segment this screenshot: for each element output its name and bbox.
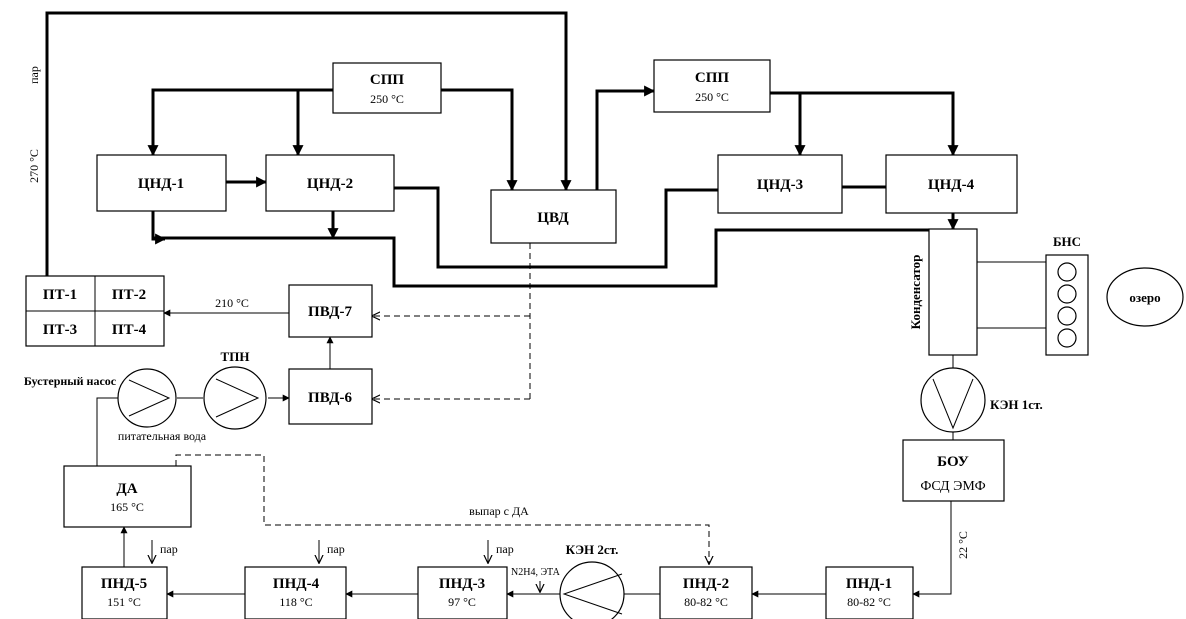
booster-pump-icon [117,368,177,428]
tpn-pump-icon [203,366,267,430]
steam-pnd4-label: пар [327,542,345,556]
lake: озеро [1106,267,1184,327]
spp-right-to-cnd3 [770,91,806,157]
steam-pnd5-label: пар [160,542,178,556]
cnd4-box: ЦНД-4 [885,154,1018,214]
spp-left-temp: 250 °С [370,92,404,106]
pvd7-box: ПВД-7 [288,284,373,338]
pnd1-temp: 80-82 °С [847,595,891,609]
pvd6-box: ПВД-6 [288,368,373,425]
spp-right-to-cnd4 [800,91,959,157]
pnd2-box: ПНД-2 80-82 °С [659,566,753,619]
chem-dosing-label: N2H4, ЭТА [511,567,561,578]
pvd6-title: ПВД-6 [308,390,352,406]
da-to-booster [96,397,118,466]
condenser-title: Конденсатор [908,255,923,330]
spp-right: СПП 250 °С [653,59,771,113]
cnd3-box: ЦНД-3 [717,154,843,214]
steam-line-top [45,11,572,276]
bou-sub: ФСД ЭМФ [920,479,985,494]
pt2-title: ПТ-2 [112,287,146,303]
pnd3-box: ПНД-3 97 °С [417,566,508,619]
pt3-title: ПТ-3 [43,322,77,338]
pnd2-title: ПНД-2 [683,576,729,592]
cvd-to-spp-right [595,85,656,190]
spp-right-title: СПП [695,70,730,86]
ken1-label: КЭН 1ст. [990,397,1043,412]
condenser-box: Конденсатор [908,228,978,356]
bns-title: БНС [1053,234,1081,249]
temp-22-label: 22 °С [956,531,970,559]
pnd1-box: ПНД-1 80-82 °С [825,566,914,619]
cnd2-to-cnd3 [394,186,718,269]
ken2-pump-icon [559,561,625,619]
deaerator-vent-label: выпар с ДА [469,504,529,518]
spp-left-title: СПП [370,72,405,88]
booster-pump-label: Бустерный насос [24,374,117,388]
steam-pnd3-label: пар [496,542,514,556]
da-temp: 165 °С [110,500,144,514]
da-box: ДА 165 °С [63,465,192,528]
pnd3-title: ПНД-3 [439,576,485,592]
temp-270-label: 270 °С [27,149,41,183]
da-title: ДА [116,481,137,497]
pvd7-title: ПВД-7 [308,304,352,320]
cnd1-title: ЦНД-1 [138,176,184,192]
ken2-label: КЭН 2ст. [566,542,619,557]
cnd1-exhaust-arrow [151,230,167,245]
pnd3-temp: 97 °С [448,595,476,609]
bns-box: БНС [1045,234,1089,356]
cnd3-title: ЦНД-3 [757,177,803,193]
pnd5-temp: 151 °С [107,595,141,609]
pnd4-box: ПНД-4 118 °С [244,566,347,619]
bou-box: БОУ ФСД ЭМФ [902,439,1005,502]
cnd2-title: ЦНД-2 [307,176,353,192]
feed-water-label: питательная вода [118,429,207,443]
tpn-label: ТПН [221,349,250,364]
temp-210-label: 210 °С [215,296,249,310]
spp-right-temp: 250 °С [695,90,729,104]
lake-title: озеро [1129,290,1160,305]
pt4-title: ПТ-4 [112,322,147,338]
deaerator-vent-line [175,454,709,564]
steam-lines [45,11,959,288]
pnd4-title: ПНД-4 [273,576,320,592]
cvd-title: ЦВД [537,210,569,226]
pt1-title: ПТ-1 [43,287,77,303]
bou-to-pnd1 [912,501,952,598]
pnd5-box: ПНД-5 151 °С [81,566,168,619]
spp-left-to-cnd1 [147,88,333,157]
pnd4-temp: 118 °С [279,595,312,609]
spp-left: СПП 250 °С [332,62,442,114]
spp-left-to-cvd [441,88,518,192]
extraction-lines [175,243,709,564]
bou-title: БОУ [937,454,969,470]
cnd2-box: ЦНД-2 [265,154,395,212]
cnd1-box: ЦНД-1 [96,154,227,212]
cnd4-title: ЦНД-4 [928,177,975,193]
ken1-pump-icon [920,367,986,433]
pnd5-title: ПНД-5 [101,576,147,592]
pnd2-temp: 80-82 °С [684,595,728,609]
pnd1-title: ПНД-1 [846,576,892,592]
cvd-box: ЦВД [490,189,617,244]
pt-block: ПТ-1 ПТ-2 ПТ-3 ПТ-4 [25,275,165,347]
steam-vertical-label: пар [27,66,41,84]
